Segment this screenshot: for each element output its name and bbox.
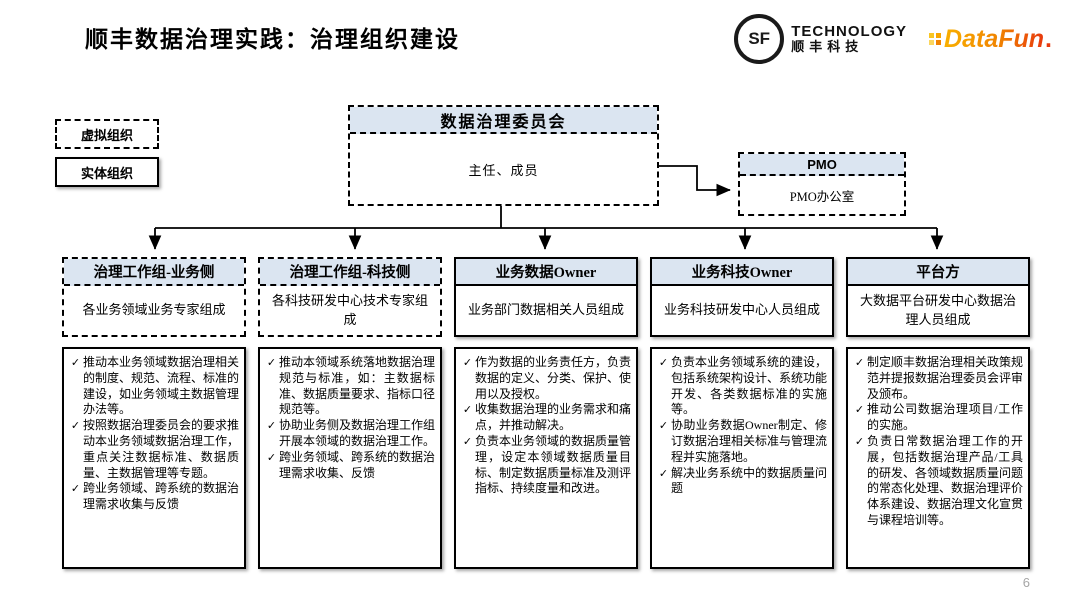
bullet-item: ✓协助业务数据Owner制定、修订数据治理相关标准与管理流程并实施落地。 xyxy=(656,418,827,465)
check-icon: ✓ xyxy=(266,450,277,464)
bullet-text: 制定顺丰数据治理相关政策规范并提报数据治理委员会评审及颁布。 xyxy=(867,355,1024,401)
org-title: 平台方 xyxy=(848,259,1028,286)
pmo-box: PMO PMO办公室 xyxy=(738,152,906,216)
bullet-item: ✓负责本业务领域的数据质量管理，设定本领域数据质量目标、制定数据质量标准及测评指… xyxy=(460,434,631,497)
bullet-text: 跨业务领域、跨系统的数据治理需求收集与反馈 xyxy=(83,481,240,512)
check-icon: ✓ xyxy=(854,434,865,448)
bullet-item: ✓解决业务系统中的数据质量问题 xyxy=(656,466,827,498)
org-title: 治理工作组-科技侧 xyxy=(260,259,440,286)
org-detail-box: ✓推动本业务领域数据治理相关的制度、规范、流程、标准的建设，如业务领域主数据管理… xyxy=(62,347,246,569)
org-subtitle: 各科技研发中心技术专家组成 xyxy=(271,292,428,327)
column-business-data-owner: 业务数据Owner 业务部门数据相关人员组成 ✓作为数据的业务责任方，负责数据的… xyxy=(454,257,638,569)
org-columns: 治理工作组-业务侧 各业务领域业务专家组成 ✓推动本业务领域数据治理相关的制度、… xyxy=(62,257,1030,569)
org-subtitle: 业务科技研发中心人员组成 xyxy=(663,302,820,318)
datafun-pixels-icon xyxy=(929,33,942,45)
org-title: 业务数据Owner xyxy=(456,259,636,286)
bullet-text: 解决业务系统中的数据质量问题 xyxy=(671,465,828,496)
legend-entity-org: 实体组织 xyxy=(55,157,159,187)
check-icon: ✓ xyxy=(658,419,669,433)
column-platform: 平台方 大数据平台研发中心数据治理人员组成 ✓制定顺丰数据治理相关政策规范并提报… xyxy=(846,257,1030,569)
bullet-item: ✓推动本领域系统落地数据治理规范与标准，如：主数据标准、数据质量要求、指标口径规… xyxy=(264,355,435,418)
org-detail-box: ✓负责本业务领域系统的建设，包括系统架构设计、系统功能开发、各类数据标准的实施等… xyxy=(650,347,834,569)
sf-technology-logo: SF TECHNOLOGY 顺丰科技 xyxy=(734,14,907,64)
check-icon: ✓ xyxy=(462,434,473,448)
bullet-list: ✓负责本业务领域系统的建设，包括系统架构设计、系统功能开发、各类数据标准的实施等… xyxy=(656,355,827,497)
check-icon: ✓ xyxy=(70,482,81,496)
datafun-logo: DataFun . xyxy=(929,25,1052,54)
bullet-text: 协助业务数据Owner制定、修订数据治理相关标准与管理流程并实施落地。 xyxy=(671,418,828,464)
check-icon: ✓ xyxy=(70,419,81,433)
committee-members: 主任、成员 xyxy=(468,162,539,178)
org-detail-box: ✓制定顺丰数据治理相关政策规范并提报数据治理委员会评审及颁布。✓推动公司数据治理… xyxy=(846,347,1030,569)
org-head: 业务科技Owner 业务科技研发中心人员组成 xyxy=(650,257,834,337)
page-number: 6 xyxy=(1022,575,1030,590)
bullet-list: ✓推动本业务领域数据治理相关的制度、规范、流程、标准的建设，如业务领域主数据管理… xyxy=(68,355,239,513)
bullet-text: 按照数据治理委员会的要求推动本业务领域数据治理工作，重点关注数据标准、数据质量、… xyxy=(83,418,240,480)
org-subtitle: 各业务领域业务专家组成 xyxy=(82,302,226,318)
org-subtitle: 大数据平台研发中心数据治理人员组成 xyxy=(859,292,1016,327)
bullet-item: ✓跨业务领域、跨系统的数据治理需求收集、反馈 xyxy=(264,450,435,482)
bullet-text: 负责本业务领域系统的建设，包括系统架构设计、系统功能开发、各类数据标准的实施等。 xyxy=(671,355,828,417)
org-detail-box: ✓作为数据的业务责任方，负责数据的定义、分类、保护、使用以及授权。✓收集数据治理… xyxy=(454,347,638,569)
bullet-text: 推动本领域系统落地数据治理规范与标准，如：主数据标准、数据质量要求、指标口径规范… xyxy=(279,355,436,417)
bullet-item: ✓负责日常数据治理工作的开展，包括数据治理产品/工具的研发、各领域数据质量问题的… xyxy=(852,434,1023,529)
bullet-list: ✓作为数据的业务责任方，负责数据的定义、分类、保护、使用以及授权。✓收集数据治理… xyxy=(460,355,631,497)
org-head: 业务数据Owner 业务部门数据相关人员组成 xyxy=(454,257,638,337)
bullet-text: 推动公司数据治理项目/工作的实施。 xyxy=(867,402,1023,433)
sf-logo-text: TECHNOLOGY 顺丰科技 xyxy=(791,22,908,55)
bullet-item: ✓制定顺丰数据治理相关政策规范并提报数据治理委员会评审及颁布。 xyxy=(852,355,1023,402)
check-icon: ✓ xyxy=(854,403,865,417)
bullet-text: 跨业务领域、跨系统的数据治理需求收集、反馈 xyxy=(279,449,436,480)
bullet-item: ✓按照数据治理委员会的要求推动本业务领域数据治理工作，重点关注数据标准、数据质量… xyxy=(68,418,239,481)
org-subtitle: 业务部门数据相关人员组成 xyxy=(467,302,624,318)
datafun-wordmark: DataFun xyxy=(944,24,1045,53)
bullet-item: ✓收集数据治理的业务需求和痛点，并推动解决。 xyxy=(460,402,631,434)
check-icon: ✓ xyxy=(266,419,277,433)
bullet-text: 收集数据治理的业务需求和痛点，并推动解决。 xyxy=(475,402,632,433)
bullet-text: 负责本业务领域的数据质量管理，设定本领域数据质量目标、制定数据质量标准及测评指标… xyxy=(475,433,632,496)
org-detail-box: ✓推动本领域系统落地数据治理规范与标准，如：主数据标准、数据质量要求、指标口径规… xyxy=(258,347,442,569)
check-icon: ✓ xyxy=(462,356,473,369)
org-head: 平台方 大数据平台研发中心数据治理人员组成 xyxy=(846,257,1030,337)
check-icon: ✓ xyxy=(462,403,473,417)
column-governance-workgroup-business: 治理工作组-业务侧 各业务领域业务专家组成 ✓推动本业务领域数据治理相关的制度、… xyxy=(62,257,246,569)
bullet-list: ✓推动本领域系统落地数据治理规范与标准，如：主数据标准、数据质量要求、指标口径规… xyxy=(264,355,435,481)
pmo-title: PMO xyxy=(740,154,904,176)
check-icon: ✓ xyxy=(70,356,81,369)
bullet-list: ✓制定顺丰数据治理相关政策规范并提报数据治理委员会评审及颁布。✓推动公司数据治理… xyxy=(852,355,1023,529)
sf-badge-icon: SF xyxy=(734,14,785,64)
sf-logo-cn: 顺丰科技 xyxy=(791,39,864,55)
bullet-item: ✓协助业务侧及数据治理工作组开展本领域的数据治理工作。 xyxy=(264,418,435,450)
committee-box: 数据治理委员会 主任、成员 xyxy=(348,105,659,206)
bullet-text: 推动本业务领域数据治理相关的制度、规范、流程、标准的建设，如业务领域主数据管理办… xyxy=(83,355,240,417)
bullet-text: 作为数据的业务责任方，负责数据的定义、分类、保护、使用以及授权。 xyxy=(475,355,632,401)
sf-logo-en: TECHNOLOGY xyxy=(791,22,908,40)
check-icon: ✓ xyxy=(266,356,277,369)
datafun-dot: . xyxy=(1045,24,1052,53)
pmo-office: PMO办公室 xyxy=(789,189,855,204)
bullet-item: ✓推动公司数据治理项目/工作的实施。 xyxy=(852,402,1023,434)
column-governance-workgroup-tech: 治理工作组-科技侧 各科技研发中心技术专家组成 ✓推动本领域系统落地数据治理规范… xyxy=(258,257,442,569)
bullet-item: ✓作为数据的业务责任方，负责数据的定义、分类、保护、使用以及授权。 xyxy=(460,355,631,402)
bullet-item: ✓跨业务领域、跨系统的数据治理需求收集与反馈 xyxy=(68,481,239,513)
org-head: 治理工作组-业务侧 各业务领域业务专家组成 xyxy=(62,257,246,337)
org-head: 治理工作组-科技侧 各科技研发中心技术专家组成 xyxy=(258,257,442,337)
logo-row: SF TECHNOLOGY 顺丰科技 DataFun . xyxy=(734,14,1052,64)
check-icon: ✓ xyxy=(854,356,865,369)
check-icon: ✓ xyxy=(658,466,669,480)
bullet-item: ✓推动本业务领域数据治理相关的制度、规范、流程、标准的建设，如业务领域主数据管理… xyxy=(68,355,239,418)
committee-title: 数据治理委员会 xyxy=(350,107,657,134)
org-title: 业务科技Owner xyxy=(652,259,832,286)
check-icon: ✓ xyxy=(658,356,669,369)
org-title: 治理工作组-业务侧 xyxy=(64,259,244,286)
legend-virtual-org: 虚拟组织 xyxy=(55,119,159,149)
bullet-text: 协助业务侧及数据治理工作组开展本领域的数据治理工作。 xyxy=(279,418,436,448)
page-title: 顺丰数据治理实践：治理组织建设 xyxy=(85,27,460,52)
bullet-item: ✓负责本业务领域系统的建设，包括系统架构设计、系统功能开发、各类数据标准的实施等… xyxy=(656,355,827,418)
bullet-text: 负责日常数据治理工作的开展，包括数据治理产品/工具的研发、各领域数据质量问题的常… xyxy=(867,433,1024,527)
column-business-tech-owner: 业务科技Owner 业务科技研发中心人员组成 ✓负责本业务领域系统的建设，包括系… xyxy=(650,257,834,569)
